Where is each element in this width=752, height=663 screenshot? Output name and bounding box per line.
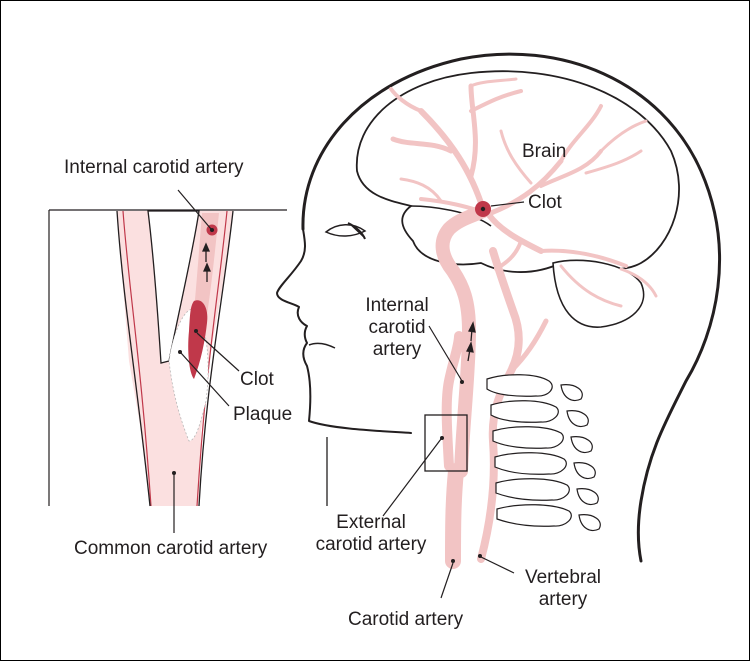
label-external-carotid: External carotid artery bbox=[315, 512, 427, 555]
inset-inner-wall-right bbox=[196, 210, 228, 507]
label-brain: Brain bbox=[522, 141, 567, 162]
label-clot-brain: Clot bbox=[528, 192, 562, 213]
head-illustration bbox=[276, 52, 722, 563]
inset-vessel-outline-left bbox=[116, 210, 151, 507]
neck-flow-arrows bbox=[466, 321, 476, 362]
inset-clot bbox=[188, 300, 208, 379]
common-carotid bbox=[445, 463, 464, 569]
brain-clot-dot bbox=[480, 206, 486, 212]
inset-inner-wall-left bbox=[122, 210, 152, 507]
cervical-spine bbox=[486, 374, 601, 532]
face-profile bbox=[276, 228, 412, 434]
head-outline bbox=[301, 52, 722, 563]
label-plaque: Plaque bbox=[233, 404, 293, 425]
external-carotid bbox=[441, 331, 464, 471]
inset-vessel-outline-right bbox=[198, 210, 234, 507]
label-vertebral: Vertebral artery bbox=[524, 567, 602, 610]
brain-lobe-line bbox=[410, 205, 492, 227]
label-internal-carotid-inset: Internal carotid artery bbox=[64, 157, 244, 178]
label-carotid: Carotid artery bbox=[348, 609, 464, 630]
brain-vessels bbox=[389, 77, 658, 308]
label-clot-inset: Clot bbox=[240, 369, 274, 390]
eye-icon bbox=[324, 224, 367, 237]
label-common-carotid: Common carotid artery bbox=[74, 538, 268, 559]
inset-flow-arrows bbox=[202, 242, 211, 282]
eye-pupil bbox=[347, 222, 366, 240]
head-leaders bbox=[382, 201, 525, 599]
label-internal-carotid-neck: Internal carotid artery bbox=[365, 295, 429, 360]
internal-carotid-neck bbox=[435, 204, 490, 478]
mouth bbox=[308, 342, 336, 349]
inset-leaders bbox=[172, 189, 240, 533]
inset-panel bbox=[48, 189, 287, 533]
inset-reference-box bbox=[424, 414, 468, 472]
vertebral-branch bbox=[508, 318, 549, 374]
cerebellum bbox=[552, 259, 645, 328]
